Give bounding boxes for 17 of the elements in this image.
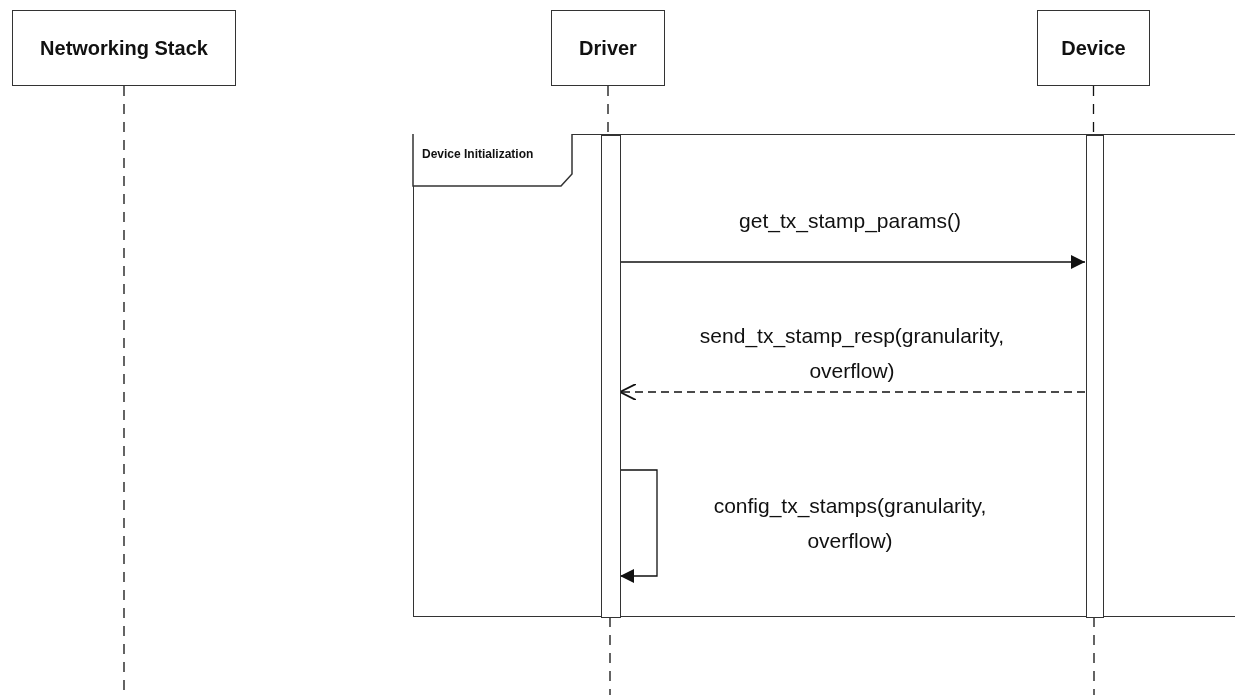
activation-bar	[1086, 135, 1104, 618]
lifeline	[1093, 616, 1095, 695]
self-message-arrow	[619, 469, 658, 583]
activation-bar	[601, 135, 621, 618]
return-message-arrow	[619, 383, 1086, 401]
lifeline-name: Driver	[579, 36, 637, 60]
lifeline-header	[551, 10, 665, 86]
lifeline	[1092, 85, 1095, 135]
frame-label: Device Initialization	[422, 147, 534, 161]
lifeline-name: Device	[1061, 36, 1126, 60]
lifeline-header	[12, 10, 236, 86]
lifeline-name: Networking Stack	[40, 36, 208, 60]
message-arrow	[619, 255, 1086, 269]
lifeline	[607, 85, 609, 135]
lifeline-header	[1037, 10, 1150, 86]
combined-fragment-frame	[413, 134, 1235, 617]
lifeline	[609, 616, 611, 695]
